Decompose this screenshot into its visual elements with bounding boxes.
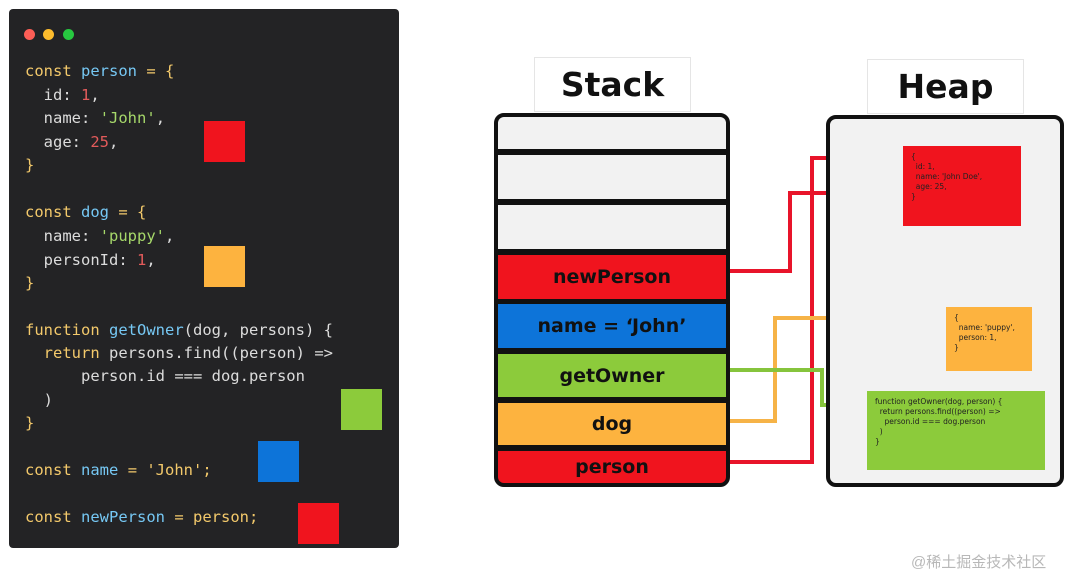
expression: person.id === dog.person: [81, 367, 305, 385]
code-line: person.id === dog.person: [25, 366, 305, 386]
property-key: personId:: [43, 251, 128, 269]
watermark: @稀土掘金技术社区: [911, 554, 1047, 571]
expression: = 'John';: [127, 461, 212, 479]
stack-container: newPerson name = ‘John’ getOwner dog per…: [494, 113, 730, 487]
dog-color-swatch: [204, 246, 245, 287]
heap-function-object: function getOwner(dog, person) { return …: [867, 391, 1045, 470]
code-line: }: [25, 273, 34, 293]
code-line: const dog = {: [25, 202, 146, 222]
newperson-color-swatch: [298, 503, 339, 544]
stack-slot-label: newPerson: [552, 266, 672, 288]
code-line: }: [25, 155, 34, 175]
minimize-window-dot[interactable]: [43, 29, 54, 40]
keyword: return: [43, 344, 100, 362]
number-literal: 25: [90, 133, 110, 151]
code-line: const name = 'John';: [25, 460, 212, 480]
closing-brace: }: [25, 156, 35, 174]
stack-slot-label: person: [575, 456, 649, 478]
punctuation: ,: [146, 251, 156, 269]
identifier: dog: [81, 203, 110, 221]
code-line: }: [25, 413, 34, 433]
string-literal: 'puppy': [99, 227, 166, 245]
punctuation: ,: [90, 86, 100, 104]
code-line: ): [25, 390, 53, 410]
stack-slot-name: name = ‘John’: [498, 304, 726, 348]
punctuation: ,: [109, 133, 119, 151]
keyword: const: [25, 62, 72, 80]
identifier: newPerson: [81, 508, 166, 526]
string-literal: 'John': [99, 109, 156, 127]
code-line: function getOwner(dog, persons) {: [25, 320, 333, 340]
stack-slot-dog: dog: [498, 403, 726, 445]
stack-slot-label: dog: [591, 413, 633, 435]
number-literal: 1: [137, 251, 147, 269]
closing-brace: }: [25, 274, 35, 292]
keyword: const: [25, 461, 72, 479]
stack-slot-label: getOwner: [559, 364, 665, 387]
name-color-swatch: [258, 441, 299, 482]
closing-brace: }: [25, 414, 35, 432]
heap-title: Heap: [867, 59, 1024, 114]
expression: = person;: [174, 508, 259, 526]
stack-slot-person: person: [498, 451, 726, 483]
stack-slot-newperson: newPerson: [498, 255, 726, 299]
code-line: name: 'John',: [25, 108, 165, 128]
stack-slot-getowner: getOwner: [498, 354, 726, 397]
code-editor-panel: const person = { id: 1, name: 'John', ag…: [9, 9, 399, 548]
close-window-dot[interactable]: [24, 29, 35, 40]
identifier: name: [81, 461, 119, 479]
stack-slot-label: name = ‘John’: [537, 315, 687, 337]
punctuation: ,: [155, 109, 166, 127]
heap-dog-object: { name: 'puppy', person: 1, }: [946, 307, 1032, 371]
keyword: const: [25, 203, 72, 221]
property-key: name:: [43, 109, 91, 127]
code-line: personId: 1,: [25, 250, 156, 270]
code-line: return persons.find((person) =>: [25, 343, 333, 363]
property-key: name:: [43, 227, 91, 245]
person-color-swatch: [204, 121, 245, 162]
expression: persons.find((person) =>: [109, 344, 333, 362]
stack-slot-empty: [498, 155, 726, 199]
operator: = {: [146, 62, 175, 80]
stack-title: Stack: [534, 57, 691, 112]
closing-paren: ): [43, 391, 54, 409]
property-key: id:: [43, 86, 72, 104]
keyword: const: [25, 508, 72, 526]
operator: = {: [118, 203, 147, 221]
code-line: const newPerson = person;: [25, 507, 258, 527]
code-line: const person = {: [25, 61, 174, 81]
identifier: getOwner: [109, 321, 184, 339]
code-line: age: 25,: [25, 132, 119, 152]
maximize-window-dot[interactable]: [63, 29, 74, 40]
stack-slot-empty: [498, 205, 726, 249]
code-line: id: 1,: [25, 85, 100, 105]
heap-person-object: { id: 1, name: 'John Doe', age: 25, }: [903, 146, 1021, 226]
stack-slot-empty: [498, 117, 726, 149]
property-key: age:: [43, 133, 81, 151]
code-line: name: 'puppy',: [25, 226, 175, 246]
number-literal: 1: [81, 86, 91, 104]
getowner-color-swatch: [341, 389, 382, 430]
keyword: function: [25, 321, 100, 339]
identifier: person: [81, 62, 138, 80]
punctuation: ,: [165, 227, 175, 245]
parameters: (dog, persons) {: [183, 321, 333, 339]
